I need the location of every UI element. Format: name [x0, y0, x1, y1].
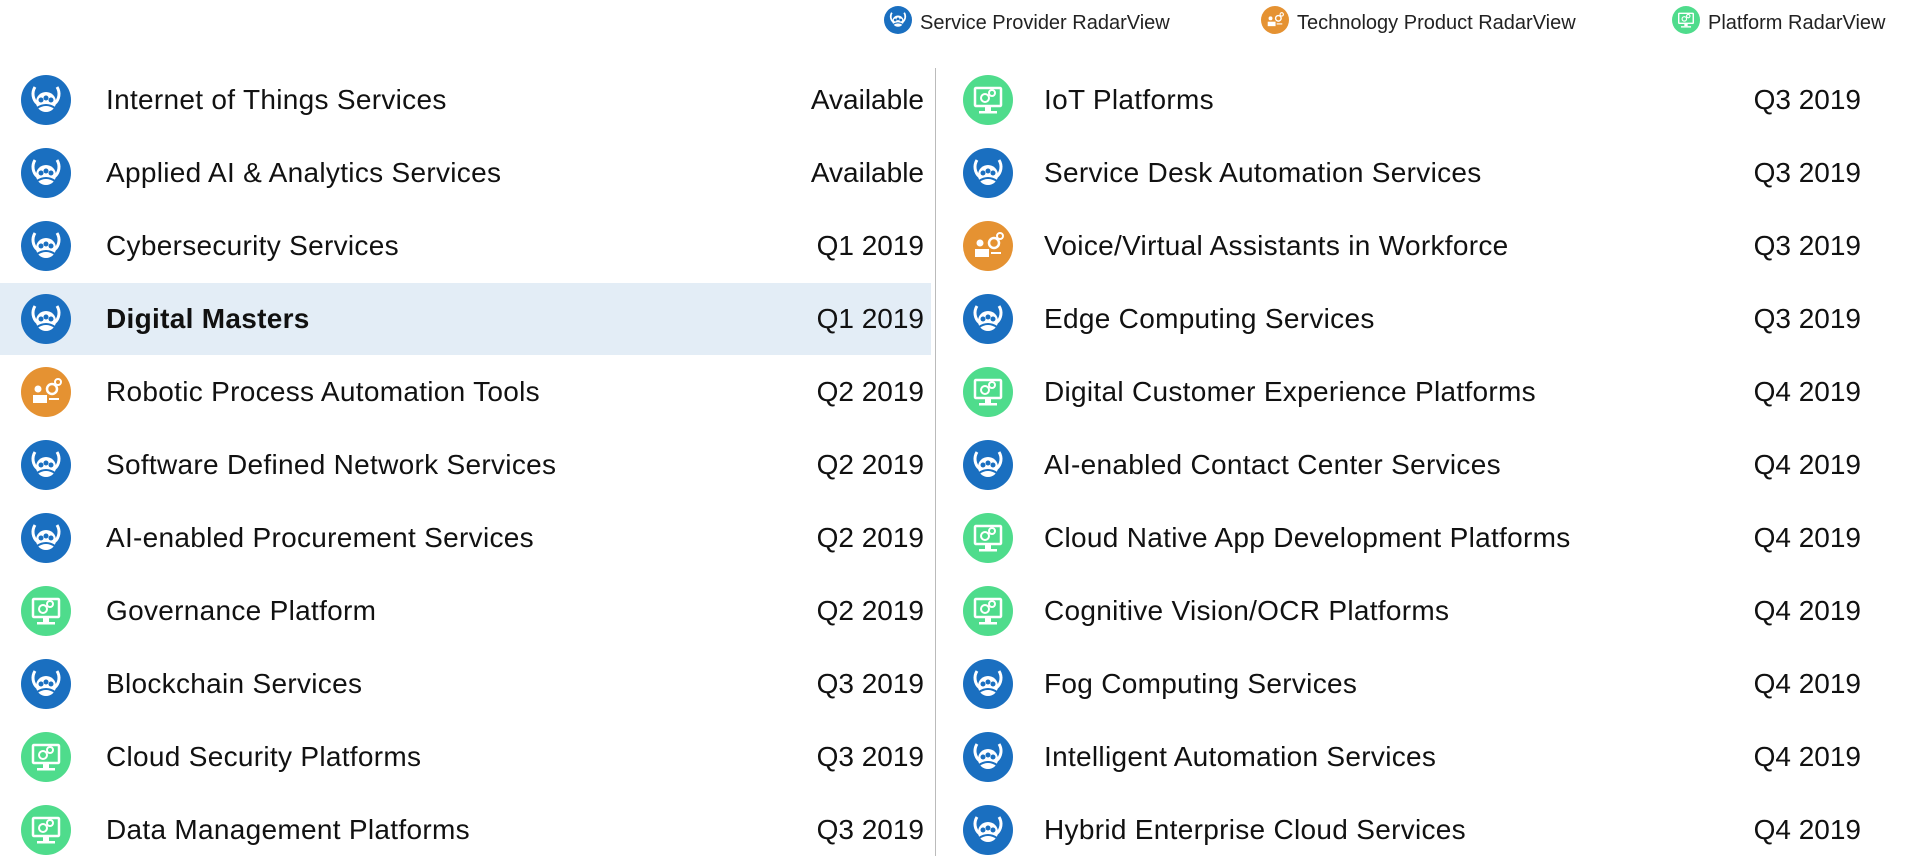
item-title: Cognitive Vision/OCR Platforms — [1044, 595, 1450, 626]
service-provider-radarview-icon — [21, 659, 71, 709]
item-title: Robotic Process Automation Tools — [106, 376, 540, 407]
item-title: Applied AI & Analytics Services — [106, 157, 502, 188]
item-title: Voice/Virtual Assistants in Workforce — [1044, 230, 1509, 261]
item-availability: Q4 2019 — [1753, 668, 1861, 699]
item-title: Service Desk Automation Services — [1044, 157, 1482, 188]
legend-label: Technology Product RadarView — [1297, 11, 1576, 34]
item-title: Digital Masters — [106, 303, 310, 334]
item-availability: Q3 2019 — [816, 814, 924, 845]
item-availability: Q4 2019 — [1753, 741, 1861, 772]
item-availability: Q1 2019 — [816, 230, 924, 261]
service-provider-radarview-icon — [963, 294, 1013, 344]
item-title: Cybersecurity Services — [106, 230, 399, 261]
legend-item-platform: Platform RadarView — [1672, 6, 1886, 40]
platform-radarview-icon — [963, 75, 1013, 125]
item-title: Internet of Things Services — [106, 84, 447, 115]
list-item[interactable]: Applied AI & Analytics Services Available — [0, 137, 931, 209]
legend-item-service: Service Provider RadarView — [884, 6, 1170, 40]
item-title: Fog Computing Services — [1044, 668, 1358, 699]
legend-item-tech: Technology Product RadarView — [1261, 6, 1576, 40]
service-provider-radarview-icon — [963, 805, 1013, 855]
list-item[interactable]: Software Defined Network Services Q2 2019 — [0, 429, 931, 501]
item-availability: Q2 2019 — [816, 595, 924, 626]
item-availability: Q3 2019 — [1753, 157, 1861, 188]
service-provider-radarview-icon — [21, 294, 71, 344]
platform-radarview-icon — [21, 586, 71, 636]
service-provider-radarview-icon — [884, 6, 912, 40]
item-title: Intelligent Automation Services — [1044, 741, 1437, 772]
item-availability: Q4 2019 — [1753, 595, 1861, 626]
list-item[interactable]: Edge Computing Services Q3 2019 — [940, 283, 1926, 355]
item-title: Edge Computing Services — [1044, 303, 1375, 334]
item-availability: Available — [810, 157, 924, 188]
list-item[interactable]: Cybersecurity Services Q1 2019 — [0, 210, 931, 282]
item-availability: Q4 2019 — [1753, 449, 1861, 480]
item-availability: Q3 2019 — [816, 741, 924, 772]
list-item[interactable]: Cloud Native App Development Platforms Q4… — [940, 502, 1926, 574]
technology-product-radarview-icon — [1261, 6, 1289, 40]
platform-radarview-icon — [963, 367, 1013, 417]
service-provider-radarview-icon — [963, 148, 1013, 198]
column-divider — [935, 68, 936, 856]
legend-label: Platform RadarView — [1708, 11, 1886, 34]
legend-label: Service Provider RadarView — [920, 11, 1170, 34]
service-provider-radarview-icon — [963, 659, 1013, 709]
item-availability: Q2 2019 — [816, 449, 924, 480]
item-availability: Q3 2019 — [1753, 303, 1861, 334]
item-title: Cloud Native App Development Platforms — [1044, 522, 1571, 553]
item-title: Hybrid Enterprise Cloud Services — [1044, 814, 1466, 845]
item-availability: Q2 2019 — [816, 522, 924, 553]
item-availability: Available — [810, 84, 924, 115]
item-availability: Q3 2019 — [1753, 230, 1861, 261]
list-item[interactable]: Governance Platform Q2 2019 — [0, 575, 931, 647]
item-title: Data Management Platforms — [106, 814, 470, 845]
item-title: Software Defined Network Services — [106, 449, 557, 480]
platform-radarview-icon — [963, 513, 1013, 563]
service-provider-radarview-icon — [21, 513, 71, 563]
item-title: Governance Platform — [106, 595, 377, 626]
item-availability: Q3 2019 — [1753, 84, 1861, 115]
service-provider-radarview-icon — [21, 221, 71, 271]
service-provider-radarview-icon — [963, 732, 1013, 782]
list-item[interactable]: AI-enabled Procurement Services Q2 2019 — [0, 502, 931, 574]
technology-product-radarview-icon — [963, 221, 1013, 271]
list-item[interactable]: Hybrid Enterprise Cloud Services Q4 2019 — [940, 794, 1926, 866]
item-title: Digital Customer Experience Platforms — [1044, 376, 1536, 407]
service-provider-radarview-icon — [21, 75, 71, 125]
item-title: AI-enabled Contact Center Services — [1044, 449, 1501, 480]
platform-radarview-icon — [21, 732, 71, 782]
list-item[interactable]: Digital Customer Experience Platforms Q4 … — [940, 356, 1926, 428]
technology-product-radarview-icon — [21, 367, 71, 417]
platform-radarview-icon — [1672, 6, 1700, 40]
list-item[interactable]: IoT Platforms Q3 2019 — [940, 64, 1926, 136]
list-item[interactable]: Data Management Platforms Q3 2019 — [0, 794, 931, 866]
list-item[interactable]: Cognitive Vision/OCR Platforms Q4 2019 — [940, 575, 1926, 647]
list-item[interactable]: Internet of Things Services Available — [0, 64, 931, 136]
list-item[interactable]: Intelligent Automation Services Q4 2019 — [940, 721, 1926, 793]
list-item[interactable]: Voice/Virtual Assistants in Workforce Q3 … — [940, 210, 1926, 282]
list-item[interactable]: Service Desk Automation Services Q3 2019 — [940, 137, 1926, 209]
list-item[interactable]: Fog Computing Services Q4 2019 — [940, 648, 1926, 720]
item-availability: Q4 2019 — [1753, 522, 1861, 553]
service-provider-radarview-icon — [21, 148, 71, 198]
item-title: AI-enabled Procurement Services — [106, 522, 534, 553]
item-availability: Q4 2019 — [1753, 814, 1861, 845]
list-item[interactable]: Blockchain Services Q3 2019 — [0, 648, 931, 720]
service-provider-radarview-icon — [963, 440, 1013, 490]
item-title: Cloud Security Platforms — [106, 741, 422, 772]
item-availability: Q4 2019 — [1753, 376, 1861, 407]
platform-radarview-icon — [21, 805, 71, 855]
item-title: Blockchain Services — [106, 668, 363, 699]
item-availability: Q3 2019 — [816, 668, 924, 699]
platform-radarview-icon — [963, 586, 1013, 636]
list-item[interactable]: Cloud Security Platforms Q3 2019 — [0, 721, 931, 793]
item-title: IoT Platforms — [1044, 84, 1214, 115]
list-item[interactable]: AI-enabled Contact Center Services Q4 201… — [940, 429, 1926, 501]
list-item-selected[interactable]: Digital Masters Q1 2019 — [0, 283, 931, 355]
service-provider-radarview-icon — [21, 440, 71, 490]
item-availability: Q2 2019 — [816, 376, 924, 407]
list-item[interactable]: Robotic Process Automation Tools Q2 2019 — [0, 356, 931, 428]
item-availability: Q1 2019 — [816, 303, 924, 334]
